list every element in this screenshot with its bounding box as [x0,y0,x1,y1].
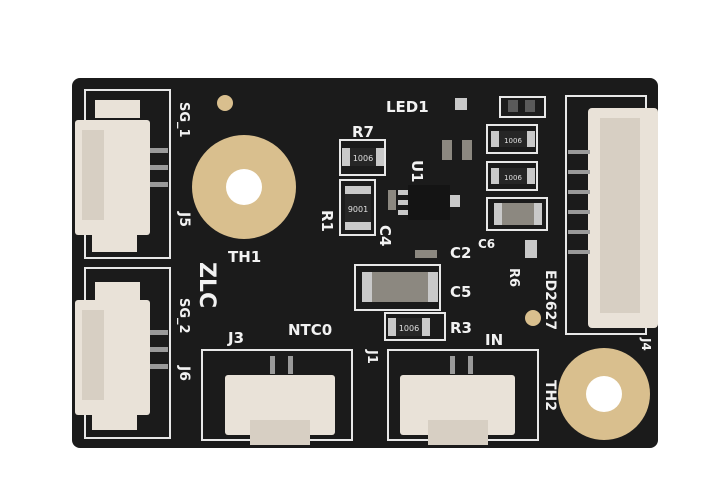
resistor-right-b: 1006 [491,168,535,184]
label-c4: C4 [376,225,394,246]
label-zlc: ZLC [194,262,219,308]
svg-text:1006: 1006 [504,137,522,145]
label-j5: J5 [176,211,192,227]
resistor-r3: 1006 [388,318,430,336]
connector-j6[interactable] [75,282,168,430]
svg-text:1006: 1006 [504,174,522,182]
small-via-pad-2 [525,310,541,326]
label-c6: C6 [478,237,495,251]
resistor-r7: 1006 [342,148,384,166]
svg-text:9001: 9001 [348,205,368,214]
ic-u1 [398,185,460,220]
label-j1: J1 [364,349,379,364]
svg-text:1006: 1006 [353,154,373,163]
label-th1: TH1 [228,248,261,266]
label-sg2: SG_2 [176,298,191,334]
label-r7: R7 [352,123,374,141]
label-sg1: SG_1 [176,102,191,138]
svg-text:1006: 1006 [399,324,419,333]
capacitor-c6 [494,203,542,225]
small-via-pad [217,95,233,111]
label-j3: J3 [227,329,244,347]
mounting-hole-th2 [558,348,650,440]
small-caps [388,98,537,258]
capacitor-c5 [362,272,438,302]
connector-j4[interactable] [568,108,658,328]
label-in: IN [485,331,503,349]
label-ed: ED2627 [542,270,558,330]
label-ntc0: NTC0 [288,321,332,339]
label-r1: R1 [318,210,336,232]
label-u1: U1 [408,160,426,183]
label-th2: TH2 [542,380,558,411]
connector-j3[interactable] [225,356,335,445]
label-j6: J6 [176,365,192,381]
label-c2: C2 [450,244,471,262]
resistor-right-a: 1006 [491,131,535,147]
label-r6: R6 [506,268,521,287]
resistor-r1: 9001 [345,186,371,230]
label-j4: J4 [639,337,653,351]
connector-j1[interactable] [400,356,515,445]
label-r3: R3 [450,319,472,337]
label-c5: C5 [450,283,471,301]
mounting-hole-th1 [192,135,296,239]
connector-j5[interactable] [75,100,168,252]
label-led1: LED1 [386,98,429,116]
